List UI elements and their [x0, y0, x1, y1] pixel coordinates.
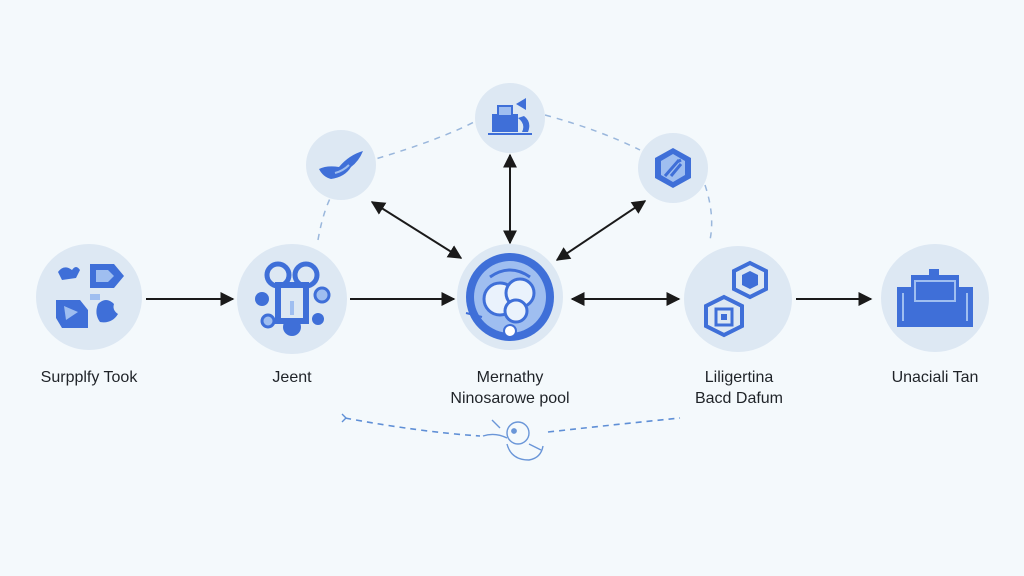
node-supplify-took[interactable]: [36, 244, 142, 350]
node-top-right[interactable]: [638, 133, 708, 203]
arrow-memathy-top-left: [370, 201, 463, 259]
node-top-center[interactable]: [475, 83, 545, 153]
gear-network-icon: [255, 261, 331, 336]
tool-icon: [319, 151, 363, 179]
shield-hexagon-icon: [655, 148, 691, 188]
node-liligertina[interactable]: [684, 246, 792, 352]
node-top-left[interactable]: [306, 130, 376, 200]
gift-box-icon: [488, 98, 532, 135]
globe-hub-icon: [465, 253, 554, 341]
node-memathy[interactable]: [457, 244, 563, 350]
building-icon: [897, 269, 973, 327]
node-label-liligertina: Liligertina Bacd Dafum: [694, 369, 784, 407]
person-sketch-icon: [482, 419, 544, 461]
node-label-supplify-took: Surpplfy Took: [40, 369, 138, 386]
node-label-jeent: Jeent: [272, 369, 312, 386]
dashed-arc-connector: [317, 114, 713, 241]
puzzle-pieces-icon: [56, 264, 124, 328]
dashed-return-connector: [344, 417, 681, 437]
node-label-memathy: Mernathy Ninosarowe pool: [450, 369, 570, 407]
dashed-return-left-tick: [341, 413, 347, 423]
hexagon-cubes-icon: [704, 260, 768, 338]
node-label-unaciali-tan: Unaciali Tan: [891, 369, 979, 386]
node-jeent[interactable]: [237, 244, 347, 354]
node-unaciali-tan[interactable]: [881, 244, 989, 352]
arrow-memathy-top-right: [555, 200, 647, 261]
